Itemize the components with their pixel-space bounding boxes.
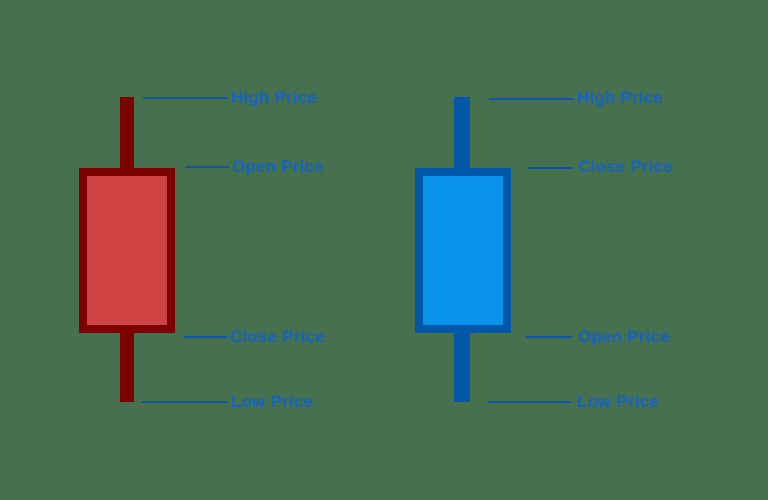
bearish-candle-upper-wick	[120, 97, 134, 168]
bullish-close-price-label: Close Price	[578, 157, 673, 176]
bearish-close-price-line	[184, 336, 227, 338]
bearish-open-price-label: Open Price	[232, 157, 324, 176]
bullish-low-price-label: Low Price	[577, 392, 660, 411]
bearish-low-price-line	[142, 401, 228, 403]
bearish-high-price-label: High Price	[231, 88, 318, 107]
bearish-candle-body	[79, 168, 175, 333]
bearish-candle-lower-wick	[120, 333, 134, 402]
bearish-high-price-line	[143, 97, 228, 99]
bearish-low-price-label: Low Price	[231, 392, 314, 411]
bullish-high-price-line	[489, 98, 574, 100]
bullish-candle-lower-wick	[454, 333, 470, 402]
bullish-open-price-label: Open Price	[578, 327, 670, 346]
bullish-high-price-label: High Price	[577, 88, 664, 107]
bullish-candle-upper-wick	[454, 97, 470, 168]
bullish-close-price-line	[528, 167, 573, 169]
bullish-candle-body	[415, 168, 511, 333]
bullish-open-price-line	[525, 336, 572, 338]
bearish-open-price-line	[185, 166, 229, 168]
bullish-low-price-line	[488, 401, 571, 403]
bearish-close-price-label: Close Price	[230, 327, 325, 346]
